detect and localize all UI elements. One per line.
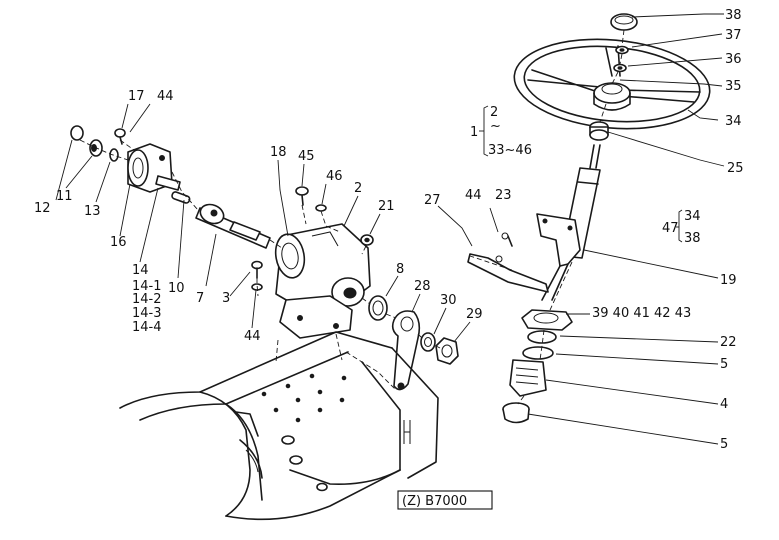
assembly-group-1: 1 2 ~ 33~46 — [470, 105, 532, 158]
label-5-upper: 5 — [720, 357, 728, 372]
label-22: 22 — [720, 335, 737, 350]
label-44-lower: 44 — [244, 329, 261, 344]
shaft-7 — [195, 203, 271, 249]
bushing-25 — [589, 121, 609, 141]
label-14-2: 14-2 — [132, 292, 162, 307]
group-47-line2: 38 — [684, 231, 701, 246]
housing-16 — [127, 143, 181, 193]
label-37: 37 — [725, 28, 742, 43]
steering-column — [502, 144, 601, 424]
cap-12 — [70, 125, 84, 141]
label-35: 35 — [725, 79, 742, 94]
label-14-4: 14-4 — [132, 320, 162, 335]
leader-lines — [55, 13, 725, 445]
horn-cap-38 — [610, 13, 638, 31]
label-34: 34 — [725, 114, 742, 129]
bolt-3 — [251, 260, 263, 279]
washer-46 — [315, 204, 327, 212]
label-10: 10 — [168, 281, 185, 296]
label-14-1: 14-1 — [132, 279, 162, 294]
label-23: 23 — [495, 188, 512, 203]
label-28: 28 — [414, 279, 431, 294]
label-45: 45 — [298, 149, 315, 164]
assembly-group-47: 47 34 38 — [662, 209, 701, 246]
nut-36 — [613, 63, 627, 73]
label-12: 12 — [34, 201, 51, 216]
pitman-arm-28 — [391, 310, 421, 391]
assembly-dash-lines — [79, 29, 625, 405]
pin-10 — [171, 191, 191, 204]
plug-21 — [360, 234, 374, 246]
label-8: 8 — [396, 262, 404, 277]
washer-37 — [615, 45, 629, 55]
label-38: 38 — [725, 8, 742, 23]
steering-wheel — [513, 38, 711, 130]
reference-code: (Z) B7000 — [397, 490, 493, 510]
bolt-45 — [295, 186, 309, 206]
label-18: 18 — [270, 145, 287, 160]
group-1-parent: 1 — [470, 125, 478, 140]
label-44-upper: 44 — [465, 188, 482, 203]
label-17: 17 — [128, 89, 145, 104]
label-27: 27 — [424, 193, 441, 208]
gear-box-2 — [274, 223, 371, 339]
label-36: 36 — [725, 52, 742, 67]
label-25: 25 — [727, 161, 744, 176]
group-1-tilde: ~ — [490, 119, 501, 134]
label-3: 3 — [222, 291, 230, 306]
tractor-frame — [119, 331, 439, 521]
label-21: 21 — [378, 199, 395, 214]
seal-8 — [368, 295, 388, 321]
nut-29 — [435, 337, 459, 365]
group-47-parent: 47 — [662, 221, 679, 236]
label-39-to-43: 39 40 41 42 43 — [592, 306, 691, 321]
seal-13 — [109, 148, 119, 162]
label-29: 29 — [466, 307, 483, 322]
part-labels: 38 37 36 35 34 25 19 27 44 23 39 40 41 4… — [34, 8, 744, 452]
bolt-17 — [114, 128, 126, 145]
label-19: 19 — [720, 273, 737, 288]
label-2: 2 — [354, 181, 362, 196]
label-5-lower: 5 — [720, 437, 728, 452]
reference-code-text: (Z) B7000 — [402, 494, 467, 509]
washer-30 — [420, 332, 436, 352]
stay-27 — [467, 232, 549, 293]
label-30: 30 — [440, 293, 457, 308]
label-46: 46 — [326, 169, 343, 184]
group-1-line1: 2 — [490, 105, 498, 120]
label-11: 11 — [56, 189, 73, 204]
label-14-3: 14-3 — [132, 306, 162, 321]
label-4: 4 — [720, 397, 728, 412]
label-14: 14 — [132, 263, 149, 278]
label-44-top: 44 — [157, 89, 174, 104]
label-13: 13 — [84, 204, 101, 219]
label-7: 7 — [196, 291, 204, 306]
group-1-line2: 33~46 — [488, 143, 532, 158]
label-16: 16 — [110, 235, 127, 250]
group-47-line1: 34 — [684, 209, 701, 224]
